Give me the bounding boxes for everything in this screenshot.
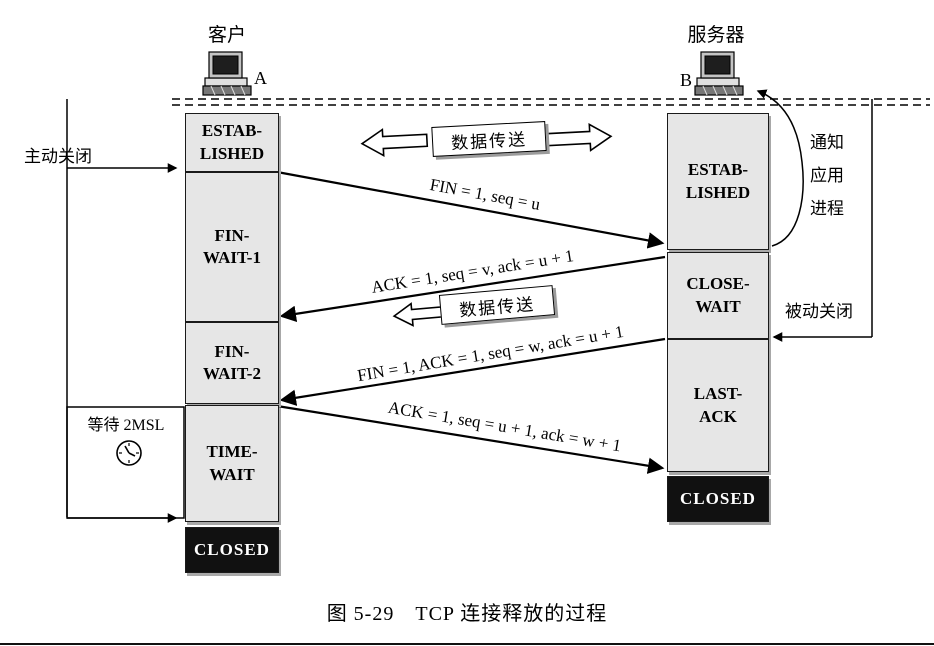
active-close-label: 主动关闭 — [24, 147, 92, 166]
client-computer-icon — [202, 51, 252, 96]
message-arrows — [276, 170, 666, 474]
server-host-letter: B — [680, 70, 693, 90]
notify-application-label: 通知 应用 进程 — [810, 133, 844, 218]
figure-caption: 图 5-29 TCP 连接释放的过程 — [326, 603, 608, 625]
server-host-label: 服务器 — [687, 25, 745, 46]
clock-icon — [116, 440, 142, 466]
ack2-arrow — [276, 404, 665, 474]
server-state-established: ESTAB- LISHED — [667, 113, 769, 250]
client-state-time-wait: TIME- WAIT — [185, 405, 279, 522]
timeline-start-dashed-lines — [172, 98, 930, 106]
block-arrow-left2-icon — [392, 302, 445, 327]
server-state-closed: CLOSED — [667, 476, 769, 522]
data-transfer-top-box: 数据传送 — [431, 121, 547, 157]
ack1-arrow — [279, 255, 666, 323]
fin1-arrow — [276, 170, 665, 249]
client-state-closed: CLOSED — [185, 527, 279, 573]
page-bottom-edge — [0, 643, 934, 645]
data-transfer-block-arrows — [360, 123, 613, 327]
block-arrow-right-icon — [545, 123, 613, 152]
client-host-letter: A — [254, 68, 267, 88]
client-state-established: ESTAB- LISHED — [185, 113, 279, 172]
passive-close-guides — [772, 99, 873, 342]
server-state-last-ack: LAST- ACK — [667, 339, 769, 472]
server-state-close-wait: CLOSE- WAIT — [667, 252, 769, 339]
block-arrow-left-icon — [360, 128, 429, 157]
client-host-label: 客户 — [207, 25, 246, 46]
server-computer-icon — [694, 51, 744, 96]
notify-application-curve — [756, 89, 804, 247]
client-state-fin-wait-2: FIN- WAIT-2 — [185, 322, 279, 404]
wait-2msl-label: 等待 2MSL — [87, 417, 165, 434]
client-state-fin-wait-1: FIN- WAIT-1 — [185, 172, 279, 322]
passive-close-label: 被动关闭 — [785, 302, 853, 321]
fin2-arrow — [279, 337, 666, 406]
active-close-guides — [66, 99, 185, 523]
